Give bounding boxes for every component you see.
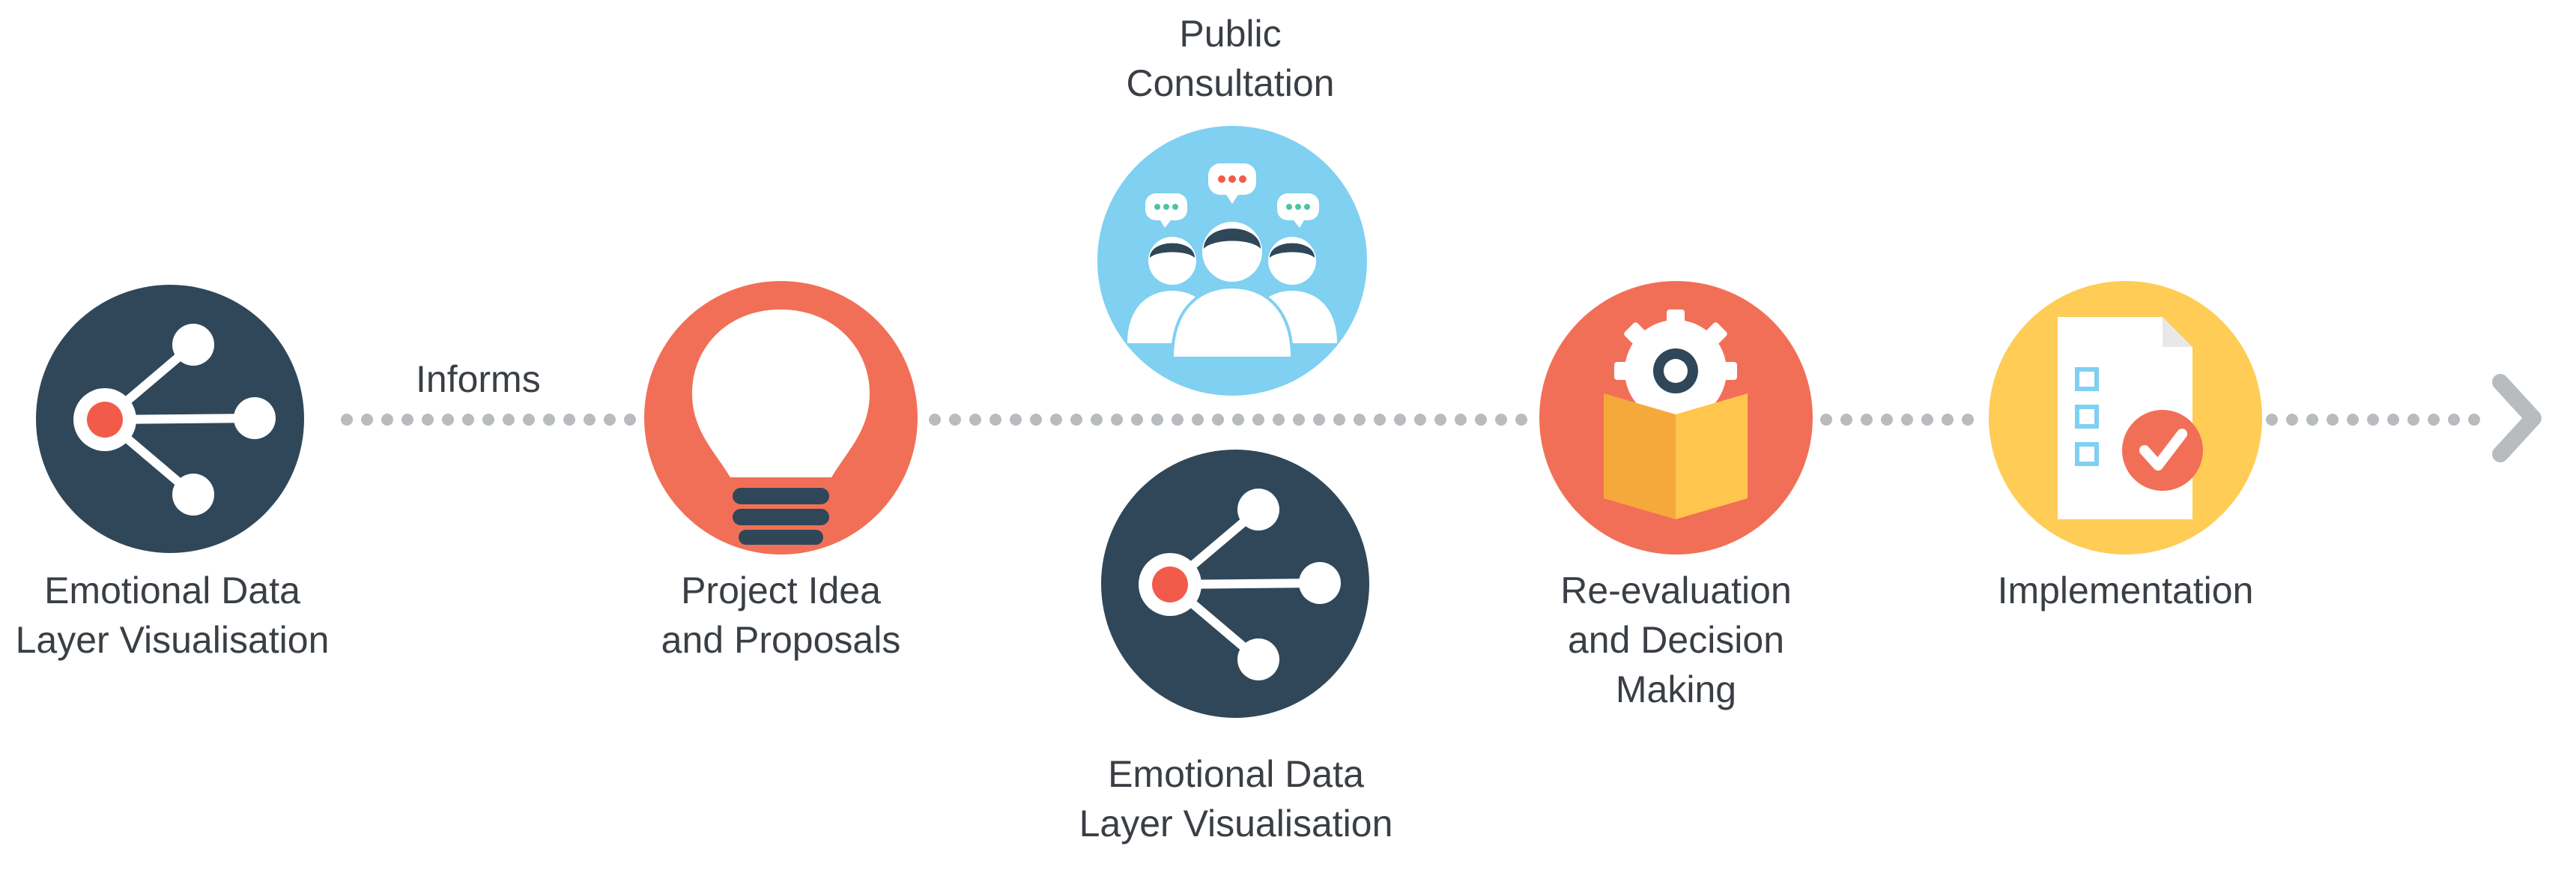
- connector-dot: [1434, 414, 1446, 426]
- node-label-emotional-data-layer-1: Emotional Data Layer Visualisation: [15, 570, 330, 661]
- connector-dot: [1293, 414, 1305, 426]
- connector-dot: [1333, 414, 1345, 426]
- connector-dot: [1252, 414, 1264, 426]
- connector-dot: [1515, 414, 1527, 426]
- connector-dot: [1111, 414, 1123, 426]
- node-emotional-data-layer-1: [36, 285, 304, 553]
- connector-dot: [2367, 414, 2379, 426]
- node-label-emotional-data-layer-2: Emotional Data Layer Visualisation: [1079, 753, 1393, 845]
- connector-dot: [1313, 414, 1325, 426]
- dotted-connector-1: [341, 414, 644, 426]
- connector-dot: [1273, 414, 1285, 426]
- connector-dot: [2266, 414, 2278, 426]
- connector-dot: [2347, 414, 2359, 426]
- node-implementation: [1989, 281, 2262, 555]
- connector-dot: [1495, 414, 1507, 426]
- connector-dot: [341, 414, 353, 426]
- connector-dot: [1070, 414, 1082, 426]
- connector-dot: [361, 414, 373, 426]
- connector-dot: [1394, 414, 1406, 426]
- node-label-re-evaluation: Re-evaluation and Decision Making: [1560, 570, 1792, 710]
- connector-dot: [381, 414, 393, 426]
- connector-dot: [624, 414, 636, 426]
- connector-dot: [422, 414, 434, 426]
- connector-dot: [1172, 414, 1184, 426]
- connector-dot: [2407, 414, 2419, 426]
- connector-dot: [929, 414, 941, 426]
- connector-dot: [563, 414, 575, 426]
- connector-dot: [584, 414, 595, 426]
- connector-dot: [2387, 414, 2399, 426]
- share-network-icon: [1139, 489, 1341, 680]
- chevron-right-icon: [2492, 374, 2542, 462]
- connector-dot: [1901, 414, 1913, 426]
- connector-dot: [604, 414, 616, 426]
- dotted-connector-3: [1820, 414, 1986, 426]
- connector-dot: [1374, 414, 1386, 426]
- connector-dot: [1820, 414, 1832, 426]
- connector-dot: [1010, 414, 1022, 426]
- connector-dot: [2306, 414, 2318, 426]
- connector-dot: [401, 414, 413, 426]
- connector-dot: [2468, 414, 2480, 426]
- connector-dot: [1861, 414, 1873, 426]
- connector-dot: [1030, 414, 1042, 426]
- node-public-consultation: [1097, 126, 1367, 396]
- connector-dot: [2327, 414, 2339, 426]
- connector-dot: [949, 414, 961, 426]
- connector-dot: [2448, 414, 2460, 426]
- connector-dot: [1475, 414, 1487, 426]
- connector-dot: [1192, 414, 1204, 426]
- edge-label-informs: Informs: [416, 358, 541, 400]
- share-network-icon: [73, 324, 276, 516]
- connector-dot: [1414, 414, 1426, 426]
- node-label-public-consultation: Public Consultation: [1126, 13, 1335, 104]
- connector-dot: [1455, 414, 1467, 426]
- connector-dot: [1881, 414, 1893, 426]
- connector-dot: [1232, 414, 1244, 426]
- connector-dot: [482, 414, 494, 426]
- gear-book-icon: [1604, 309, 1748, 519]
- connector-dot: [1354, 414, 1366, 426]
- checklist-icon: [2058, 317, 2203, 519]
- node-label-implementation: Implementation: [1997, 570, 2254, 611]
- dotted-connector-2: [929, 414, 1539, 426]
- node-emotional-data-layer-2: [1101, 450, 1369, 718]
- connector-dot: [2286, 414, 2298, 426]
- connector-dot: [1091, 414, 1103, 426]
- node-project-idea: [644, 281, 918, 555]
- connector-dot: [1840, 414, 1852, 426]
- connector-dot: [442, 414, 454, 426]
- people-chat-icon: [1127, 163, 1337, 360]
- connector-dot: [1942, 414, 1954, 426]
- node-re-evaluation: [1539, 281, 1813, 555]
- dotted-connector-4: [2266, 414, 2483, 426]
- connector-dot: [1151, 414, 1163, 426]
- connector-dot: [1921, 414, 1933, 426]
- connector-dot: [2428, 414, 2440, 426]
- connector-dot: [1212, 414, 1224, 426]
- connector-dot: [503, 414, 515, 426]
- connector-dot: [1131, 414, 1143, 426]
- connector-dot: [1962, 414, 1974, 426]
- connector-dot: [523, 414, 535, 426]
- connector-dot: [969, 414, 981, 426]
- connector-dot: [990, 414, 1001, 426]
- connector-dot: [462, 414, 474, 426]
- lightbulb-icon: [692, 309, 870, 545]
- connector-dot: [1050, 414, 1062, 426]
- connector-dot: [543, 414, 555, 426]
- node-label-project-idea: Project Idea and Proposals: [661, 570, 901, 661]
